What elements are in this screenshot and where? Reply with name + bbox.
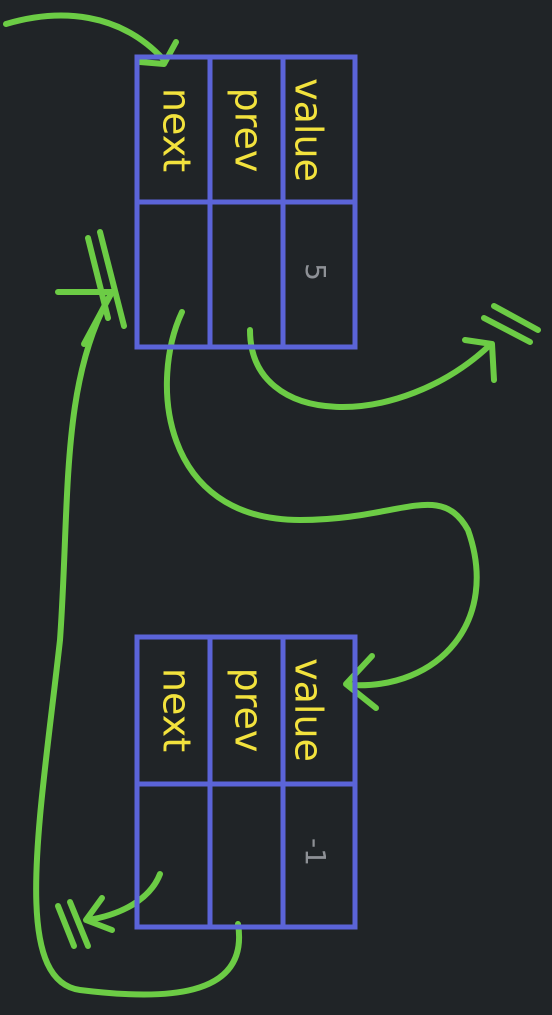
node1-incoming-mark-1	[85, 235, 111, 321]
node1-next-to-node2-arrow	[164, 309, 480, 689]
node1-prev-null-mark-2	[491, 303, 541, 333]
node-1-next-label: next	[155, 88, 199, 172]
node-1-value-label: value	[287, 78, 331, 182]
head-pointer-arrow	[3, 12, 167, 63]
node1-next-to-node2-arrowhead	[343, 653, 379, 711]
node1-prev-null-arrow	[247, 327, 493, 410]
node-2-next-label: next	[155, 668, 199, 752]
node-2-value: -1	[299, 838, 332, 866]
node1-incoming-mark-2	[97, 229, 127, 329]
node2-next-null-arrowhead	[83, 895, 115, 933]
arrows	[3, 12, 541, 998]
node-2-value-label: value	[287, 658, 331, 762]
node2-prev-to-node1-arrow	[33, 289, 243, 998]
node-2: value prev next -1	[134, 634, 358, 930]
node2-next-null-arrow	[85, 871, 163, 923]
head-pointer-arrowhead	[137, 39, 179, 67]
node-1: value prev next 5	[134, 54, 358, 350]
node1-prev-null-arrowhead	[462, 337, 497, 383]
node-2-prev-label: prev	[227, 668, 271, 753]
node2-next-null-mark-1	[55, 903, 77, 949]
node-1-value: 5	[299, 263, 332, 281]
node-1-prev-label: prev	[227, 88, 271, 173]
node2-next-null-mark-2	[67, 899, 91, 949]
node1-prev-null-mark-1	[481, 315, 533, 345]
node2-prev-to-node1-arrowhead	[55, 289, 115, 347]
